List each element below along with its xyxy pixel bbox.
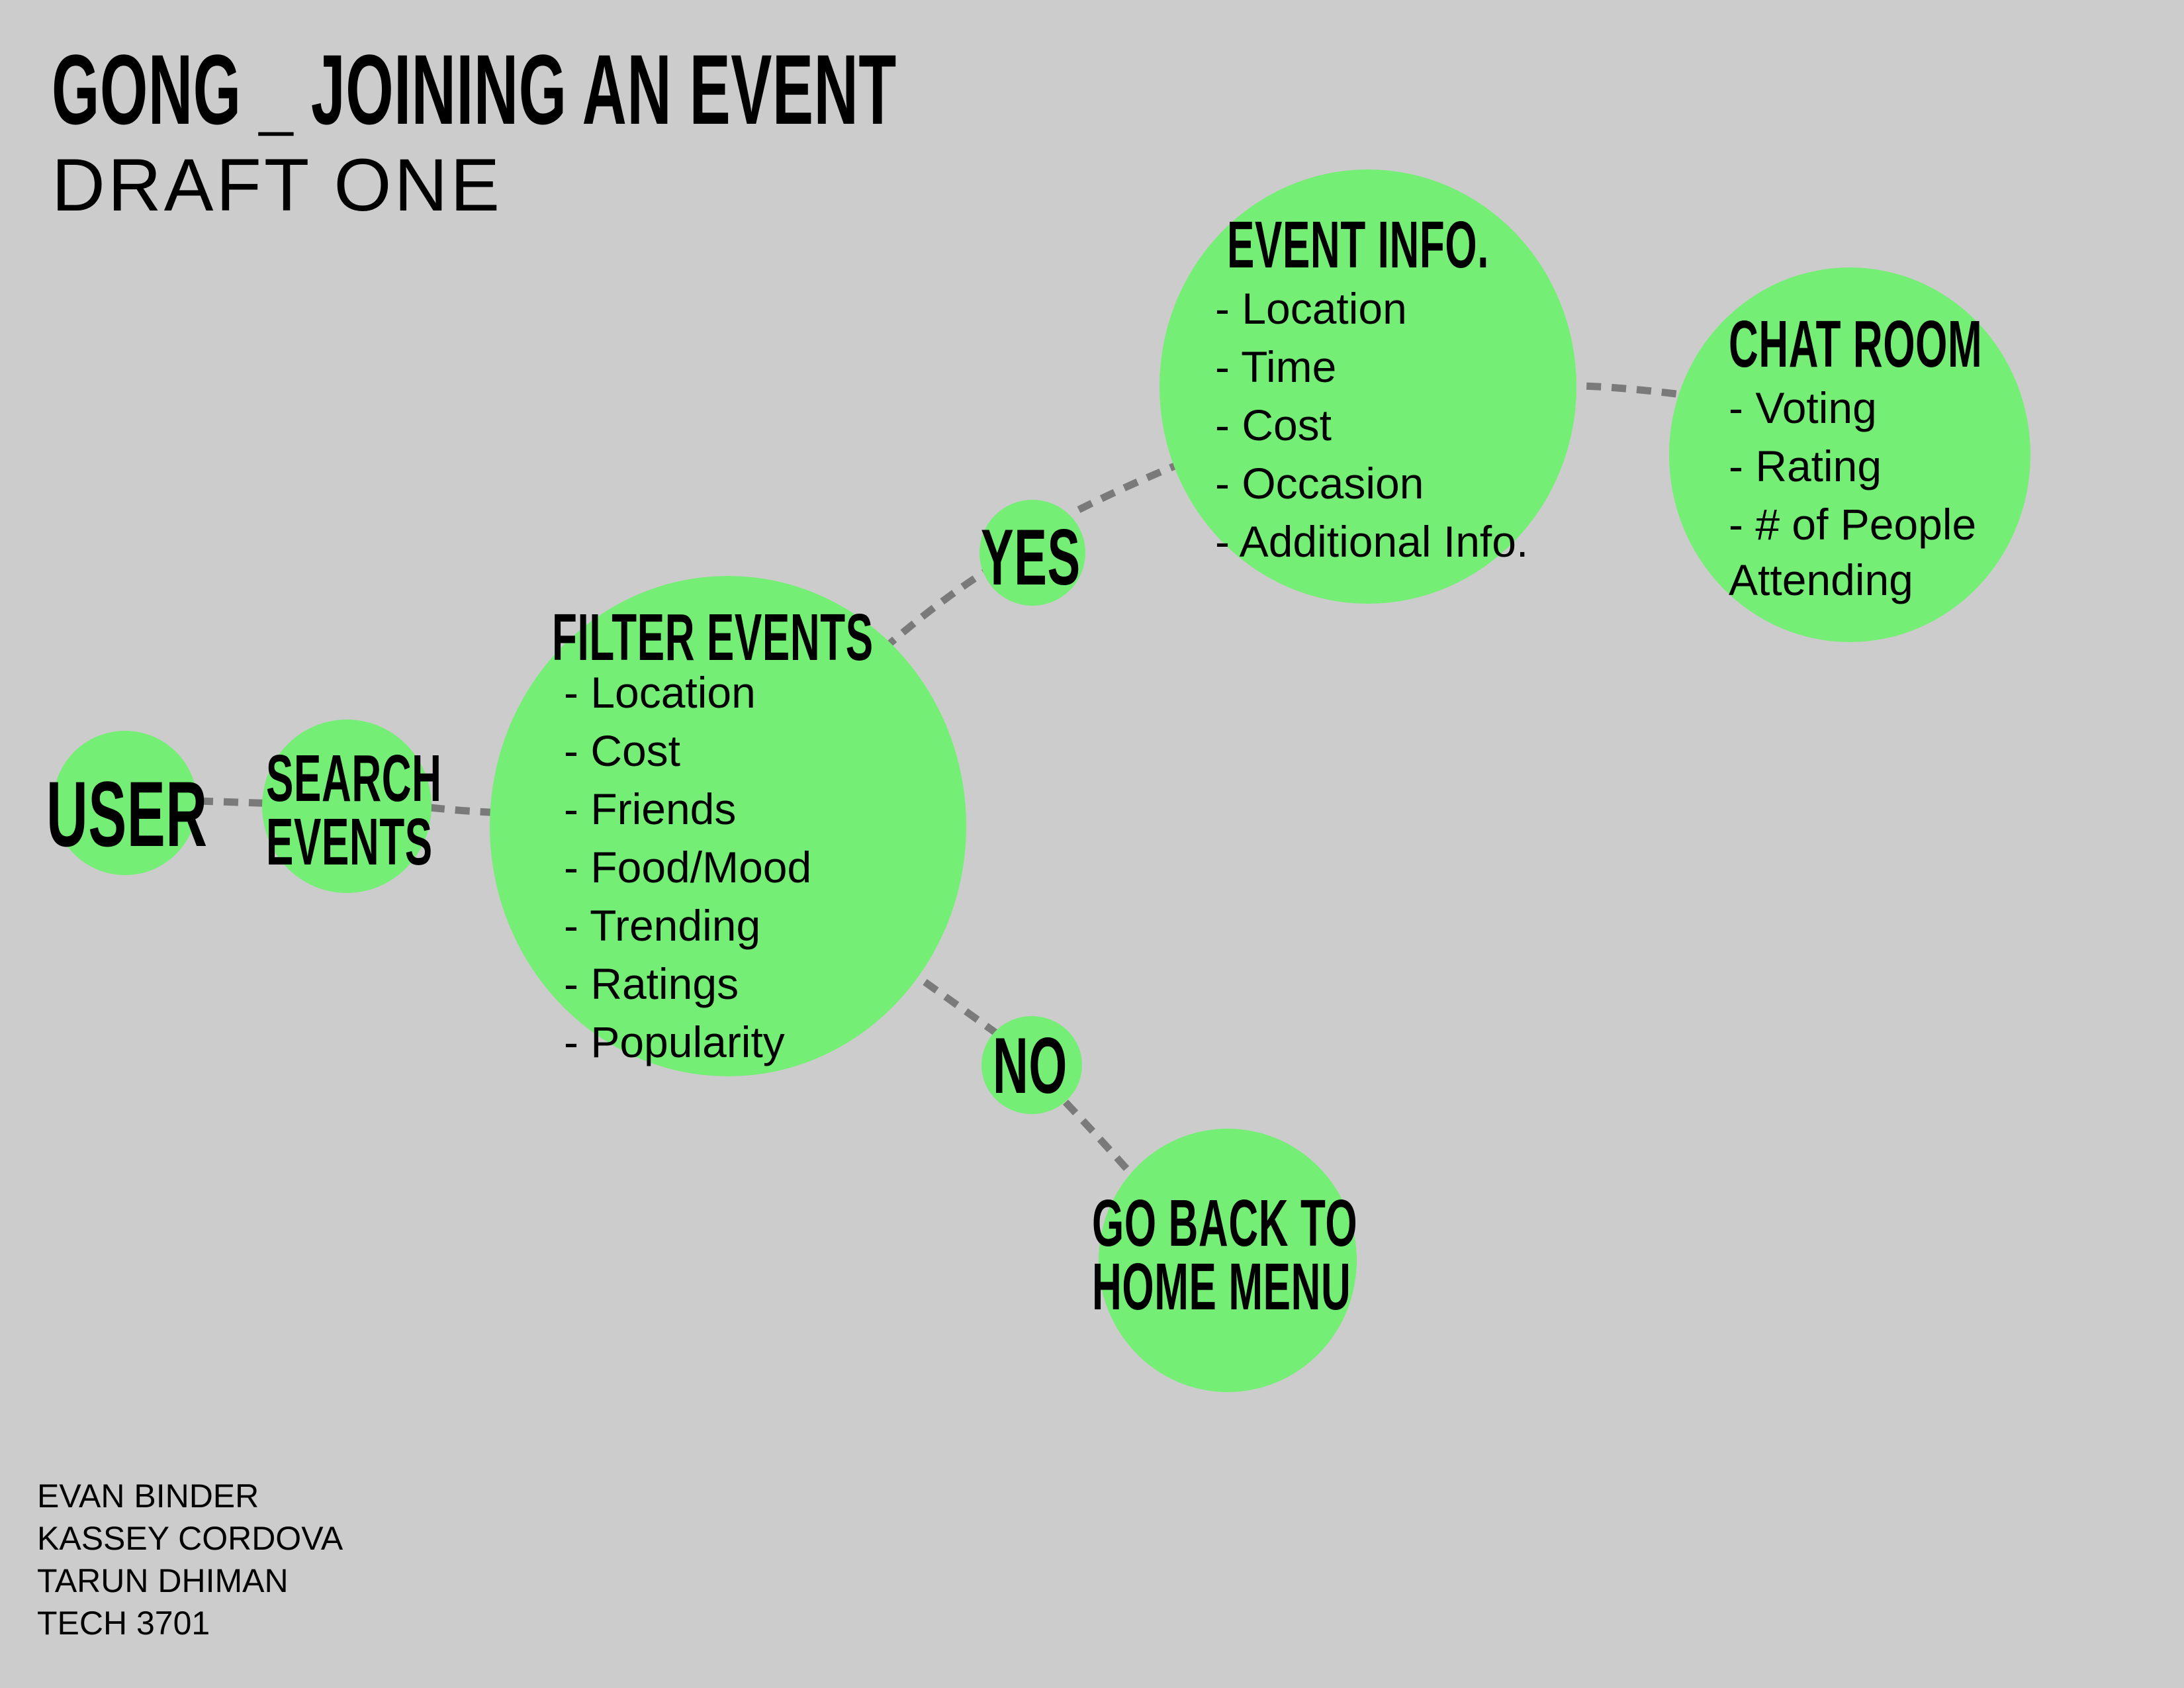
filter-item: - Food/Mood <box>564 843 812 892</box>
credit-line: TARUN DHIMAN <box>37 1562 289 1599</box>
connector-user-search <box>198 797 279 808</box>
no-node <box>981 1016 1082 1114</box>
user-label: USER <box>46 762 208 866</box>
event-info-item: - Cost <box>1215 400 1332 449</box>
filter-events-list: - Location - Cost - Friends - Food/Mood … <box>564 663 811 1071</box>
chatroom-heading: CHAT ROOM <box>1729 307 1983 381</box>
event-info-item: - Location <box>1215 284 1407 333</box>
event-info-item: - Additional Info. <box>1215 517 1529 566</box>
filter-item: - Cost <box>564 726 681 775</box>
filter-item: - Ratings <box>564 959 739 1008</box>
yes-node <box>979 500 1085 606</box>
yes-label: YES <box>981 513 1081 602</box>
filter-events-node <box>490 576 966 1076</box>
filter-item: - Friends <box>564 784 737 833</box>
credit-line: KASSEY CORDOVA <box>37 1520 343 1557</box>
event-info-item: - Time <box>1215 342 1337 391</box>
event-info-node <box>1160 169 1576 604</box>
filter-events-heading: FILTER EVENTS <box>552 600 874 675</box>
filter-item: - Popularity <box>564 1017 785 1066</box>
event-info-item: - Occasion <box>1215 459 1424 508</box>
chatroom-item: - # of People <box>1729 500 1977 549</box>
search-events-label: SEARCH EVENTS <box>266 741 442 879</box>
credit-line: TECH 3701 <box>37 1605 210 1642</box>
home-menu-node <box>1099 1129 1357 1392</box>
search-events-node <box>262 720 432 893</box>
home-menu-label: GO BACK TO HOME MENU <box>1092 1186 1358 1324</box>
no-label: NO <box>993 1021 1068 1110</box>
page-title: GONG _ JOINING AN EVENT <box>52 34 897 145</box>
filter-item: - Location <box>564 668 756 717</box>
chatroom-node <box>1669 267 2030 642</box>
event-info-heading: EVENT INFO. <box>1227 208 1490 282</box>
chatroom-list: - Voting - Rating - # of People Attendin… <box>1729 379 1976 609</box>
credit-line: EVAN BINDER <box>37 1477 259 1515</box>
chatroom-item: - Rating <box>1729 442 1882 491</box>
page-subtitle: DRAFT ONE <box>52 144 503 226</box>
user-node <box>53 731 197 875</box>
connector-no-home <box>1063 1100 1178 1227</box>
chatroom-item: - Voting <box>1729 383 1877 432</box>
credits: EVAN BINDER KASSEY CORDOVA TARUN DHIMAN … <box>37 1475 343 1644</box>
event-info-list: - Location - Time - Cost - Occasion - Ad… <box>1215 279 1528 571</box>
filter-item: - Trending <box>564 901 761 950</box>
chatroom-item: Attending <box>1729 555 1913 604</box>
